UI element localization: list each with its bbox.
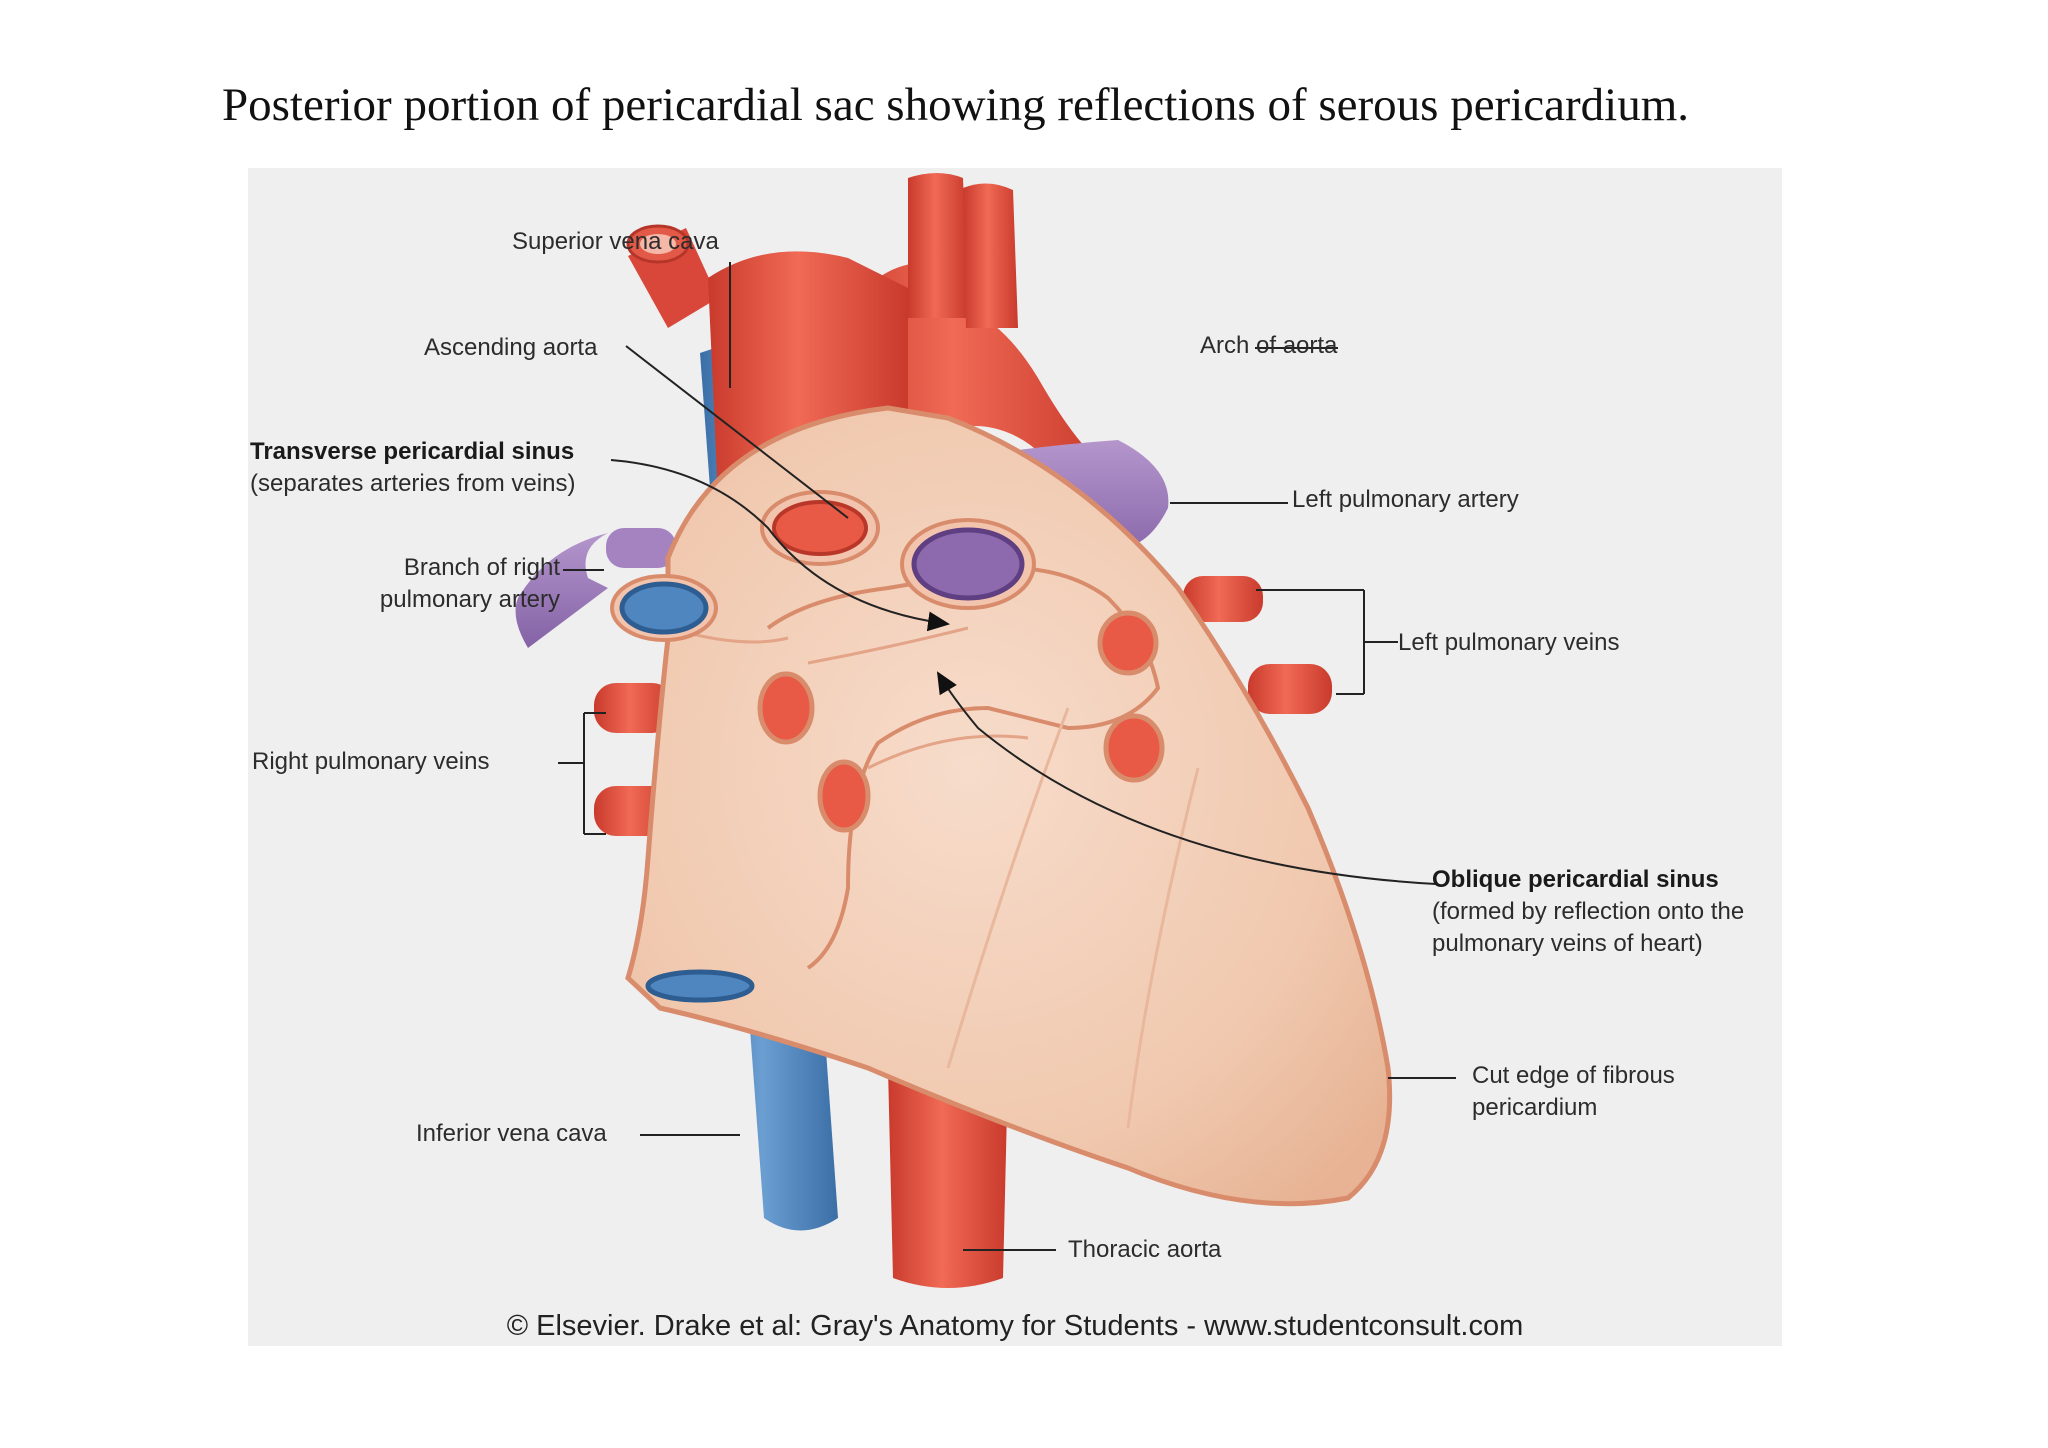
- superior-vena-cava-opening: [610, 574, 718, 642]
- heart-diagram: Superior vena cava Ascending aorta Trans…: [248, 168, 1782, 1346]
- pulmonary-vein-openings: [757, 610, 1165, 833]
- label-cut-edge-fibrous-pericardium-2: pericardium: [1472, 1094, 1598, 1121]
- label-branch-right-pulmonary-artery-2: pulmonary artery: [379, 586, 560, 613]
- ascending-aorta-opening: [760, 490, 880, 566]
- right-pulmonary-artery-branch-vessel: [515, 528, 676, 648]
- label-transverse-sinus-note: (separates arteries from veins): [250, 470, 576, 497]
- label-oblique-pericardial-sinus: Oblique pericardial sinus: [1432, 866, 1719, 893]
- label-ascending-aorta: Ascending aorta: [424, 334, 598, 361]
- label-oblique-sinus-note-1: (formed by reflection onto the: [1432, 898, 1745, 925]
- label-branch-right-pulmonary-artery-1: Branch of right: [403, 554, 560, 581]
- label-superior-vena-cava: Superior vena cava: [512, 228, 719, 255]
- label-oblique-sinus-note-2: pulmonary veins of heart): [1432, 930, 1703, 957]
- leader-lines: [558, 262, 1456, 1251]
- slide-title: Posterior portion of pericardial sac sho…: [222, 79, 1690, 131]
- label-arch-of-aorta: Arch of aorta: [1200, 332, 1338, 359]
- label-transverse-pericardial-sinus: Transverse pericardial sinus: [250, 438, 575, 465]
- label-thoracic-aorta: Thoracic aorta: [1068, 1236, 1222, 1263]
- label-inferior-vena-cava: Inferior vena cava: [416, 1120, 607, 1147]
- pulmonary-trunk-opening: [900, 518, 1036, 610]
- label-left-pulmonary-veins: Left pulmonary veins: [1398, 629, 1620, 656]
- left-pulmonary-veins-vessels: [1183, 576, 1332, 714]
- label-left-pulmonary-artery: Left pulmonary artery: [1292, 486, 1519, 513]
- heart-illustration: [515, 173, 1456, 1288]
- thoracic-aorta-vessel: [888, 1068, 1008, 1288]
- copyright-credit: © Elsevier. Drake et al: Gray's Anatomy …: [506, 1310, 1524, 1342]
- label-cut-edge-fibrous-pericardium-1: Cut edge of fibrous: [1472, 1062, 1675, 1089]
- inferior-vena-cava-opening: [645, 969, 755, 1003]
- label-right-pulmonary-veins: Right pulmonary veins: [252, 748, 490, 775]
